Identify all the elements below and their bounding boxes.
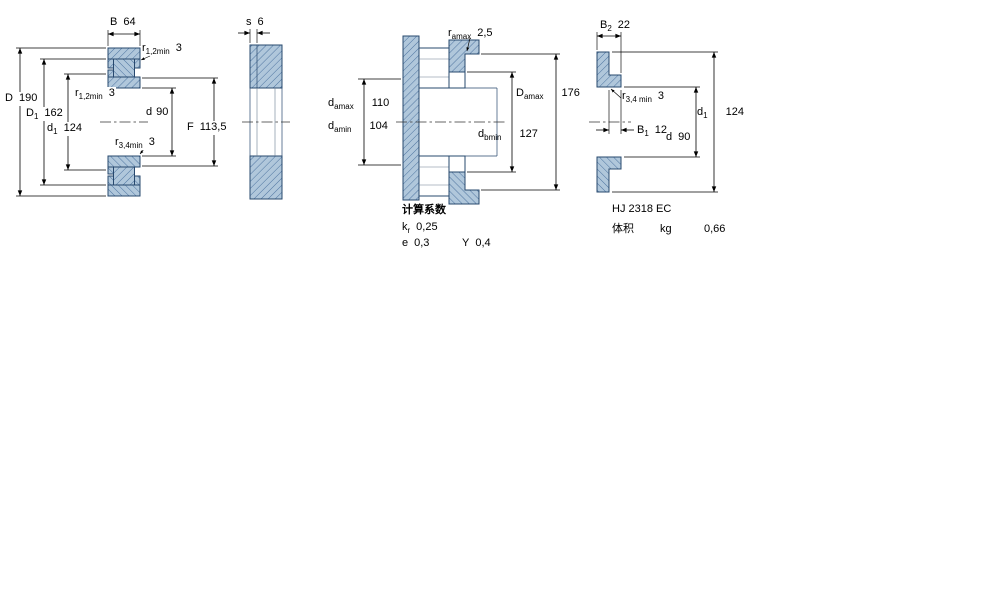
ring-designation: HJ 2318 EC: [612, 203, 672, 215]
outer-ring-flange-right: [134, 58, 141, 69]
figure3-mounting-dimensions: [396, 35, 506, 205]
outer-ring-flange-left: [107, 58, 114, 69]
figure4-dimension-lines: [596, 32, 718, 193]
roller: [113, 58, 135, 78]
figure3-dimension-lines: [358, 37, 560, 191]
weight-value: 0,66: [704, 223, 726, 235]
figure4-angle-ring-section: [589, 51, 631, 193]
outer-ring: [107, 47, 141, 60]
figure2-dimension-lines: [238, 29, 270, 43]
figure2-ring-side-view: [242, 44, 290, 200]
angle-ring: [596, 51, 622, 88]
inner-ring-flange: [107, 69, 114, 78]
calculation-factors-heading: 计算系数: [402, 204, 446, 216]
weight-label: 体积: [612, 223, 634, 235]
weight-unit: kg: [660, 223, 672, 235]
bearing-outline: [418, 47, 450, 89]
housing-shoulder: [448, 39, 480, 73]
shaft-abutment: [402, 35, 420, 201]
figure1-bearing-cross-section: [100, 47, 148, 197]
inner-ring: [107, 76, 141, 89]
angle-ring-outline: [448, 71, 466, 89]
